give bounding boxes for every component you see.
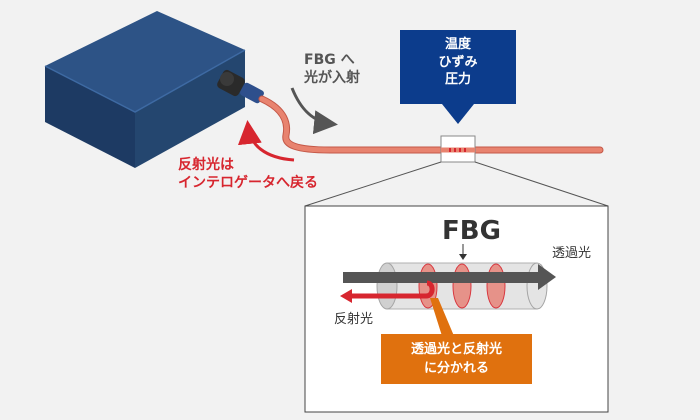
fiber-connector <box>217 69 264 104</box>
device-front-face <box>45 66 135 168</box>
optical-fiber <box>259 96 603 153</box>
optical-fiber-outline <box>258 95 604 154</box>
split-callout-label: 透過光と反射光 に分かれる <box>410 342 502 376</box>
transmitted-light-arrow <box>343 264 556 290</box>
reflected-light-label: 反射光 <box>334 312 374 327</box>
reflected-light-arrow <box>237 120 295 162</box>
zoom-line-right <box>474 161 609 207</box>
transmitted-light-label: 透過光 <box>552 246 592 261</box>
split-callout <box>381 298 532 384</box>
environment-label: 温度 ひずみ 圧力 <box>438 37 478 88</box>
fbg-pointer-head <box>459 254 467 260</box>
reflected-light-return-arrow <box>340 280 435 303</box>
device-side-face <box>135 50 245 168</box>
fbg-label: FBG <box>442 216 501 246</box>
environment-box <box>400 30 516 124</box>
fbg-sensor-marker <box>440 135 476 163</box>
interrogator-device <box>44 11 246 168</box>
zoom-line-left <box>304 161 442 207</box>
incident-light-arrow <box>290 87 338 135</box>
incident-light-label: FBG へ 光が入射 <box>304 52 360 86</box>
device-top-face <box>45 11 245 112</box>
reflected-return-label: 反射光は インテロゲータへ戻る <box>178 157 318 191</box>
